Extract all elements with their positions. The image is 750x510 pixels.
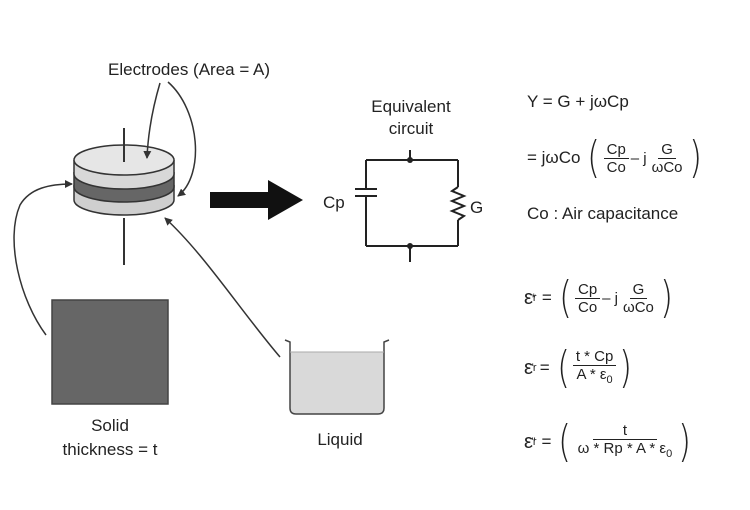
liquid-arrow xyxy=(164,217,281,358)
electrode-cell xyxy=(73,128,175,265)
minus-j: – j xyxy=(630,149,647,167)
liquid-label: Liquid xyxy=(317,430,363,449)
transform-arrow xyxy=(210,180,303,220)
frac-g: G xyxy=(658,141,676,159)
eq2-prefix: = jωCo xyxy=(527,148,581,167)
solid-label: Solid xyxy=(91,416,129,435)
thickness-label: thickness = t xyxy=(62,440,158,459)
frac-wco: ωCo xyxy=(651,158,683,176)
cp-label: Cp xyxy=(323,193,345,212)
liquid-beaker xyxy=(284,339,390,415)
solid-arrow xyxy=(13,180,73,336)
circuit-label: circuit xyxy=(388,119,434,138)
electrode-arrow-top xyxy=(143,82,161,159)
air-capacitance-definition: Co : Air capacitance xyxy=(527,204,679,223)
frac-co: Co xyxy=(606,158,626,176)
electrode-arrow-bottom xyxy=(167,81,197,197)
admittance-equation: Y = G + jωCp xyxy=(527,92,629,111)
frac-cp: Cp xyxy=(603,141,629,159)
electrodes-label: Electrodes (Area = A) xyxy=(108,60,271,79)
solid-sample xyxy=(51,299,169,405)
g-label: G xyxy=(470,198,484,217)
equivalent-label: Equivalent xyxy=(371,97,451,116)
